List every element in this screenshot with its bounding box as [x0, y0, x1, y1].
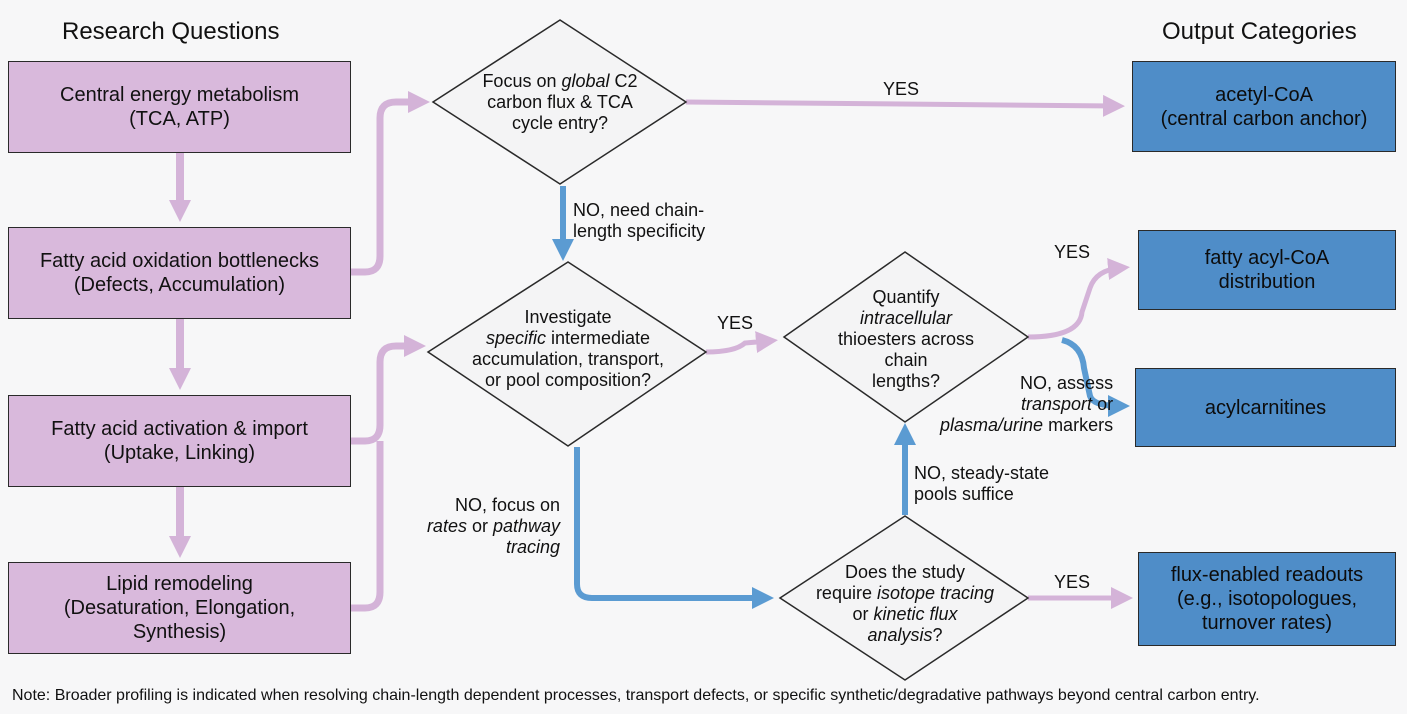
edge-label-emphasis: pathway — [492, 516, 561, 536]
output-box-flux-readouts: flux-enabled readouts (e.g., isotopologu… — [1138, 552, 1396, 646]
edge-label-yes-flux: YES — [1054, 572, 1091, 592]
edge-label-line: pools suffice — [914, 484, 1014, 504]
research-questions-header: Research Questions — [62, 18, 280, 45]
decision-text-emphasis: isotope tracing — [876, 583, 995, 603]
edge-label-no-rates: NO, focus on rates or pathway tracing — [418, 495, 560, 558]
output-box-sublabel: (central carbon anchor) — [1160, 107, 1368, 130]
research-box-label: Central energy metabolism — [60, 84, 299, 106]
edge-label-emphasis: plasma/urine — [940, 415, 1044, 435]
decision-text-line: or pool composition? — [484, 370, 652, 390]
edge-label-emphasis: rates — [426, 516, 467, 536]
edge-label-yes-quantify: YES — [717, 313, 754, 333]
decision-text-emphasis: intracellular — [859, 307, 953, 328]
research-box-label: Fatty acid activation & import — [51, 418, 308, 440]
decision-text-isotope-tracing: Does the study require isotope tracing o… — [800, 561, 1010, 647]
decision-text-emphasis: global — [561, 70, 610, 91]
decision-text-part: C2 — [609, 70, 638, 91]
edge-label-no-chain-length: NO, need chain- length specificity — [573, 200, 705, 242]
edge-label-emphasis: transport — [1021, 394, 1093, 414]
output-box-acylcarnitines: acylcarnitines — [1135, 368, 1396, 447]
research-box-sublabel: (Desaturation, Elongation, — [63, 597, 296, 619]
edge-label-line: NO, assess — [1020, 373, 1114, 393]
decision-text-specific-intermediates: Investigate specific intermediate accumu… — [453, 306, 683, 392]
research-box-sublabel: (TCA, ATP) — [129, 108, 230, 130]
edge-label-part: or — [466, 516, 493, 536]
edge-label-emphasis: tracing — [506, 537, 561, 557]
decision-text-line: Does the study — [844, 562, 966, 582]
research-box-lipid-remodeling: Lipid remodeling (Desaturation, Elongati… — [8, 562, 351, 654]
decision-text-emphasis: analysis — [867, 625, 933, 645]
output-box-label: acylcarnitines — [1204, 396, 1327, 419]
no-arrows — [552, 186, 1130, 609]
decision-text-emphasis: specific — [485, 328, 546, 348]
yes-arrows — [685, 94, 1133, 609]
research-box-fao-bottlenecks: Fatty acid oxidation bottlenecks (Defect… — [8, 227, 351, 319]
decision-text-intracellular-thioesters: Quantify intracellular thioesters across… — [820, 285, 992, 393]
decision-text-global-flux: Focus on global C2 carbon flux & TCA cyc… — [460, 70, 660, 134]
edge-label-line: NO, focus on — [454, 495, 561, 515]
research-box-sublabel: (Defects, Accumulation) — [73, 274, 286, 296]
decision-text-line: Quantify — [872, 286, 940, 307]
decision-diamond-global-flux — [431, 19, 688, 185]
decision-diamonds — [426, 19, 1030, 681]
decision-text-line: cycle entry? — [511, 112, 609, 133]
decision-text-line: lengths? — [871, 370, 941, 391]
left-to-decision-arrows — [351, 91, 430, 612]
research-box-sublabel: (Uptake, Linking) — [103, 442, 256, 464]
output-categories-header: Output Categories — [1162, 18, 1357, 45]
decision-text-line: Investigate — [524, 307, 612, 327]
decision-text-line: accumulation, transport, — [471, 349, 665, 369]
decision-diamond-isotope-tracing — [778, 515, 1030, 681]
output-box-label: acetyl-CoA — [1215, 83, 1313, 106]
edge-label-yes-acetyl: YES — [883, 79, 920, 99]
output-box-label: fatty acyl-CoA — [1204, 247, 1330, 269]
edge-label-part: markers — [1043, 415, 1114, 435]
edge-label-line: NO, need chain- — [573, 200, 705, 220]
edge-label-yes-fatty-acyl: YES — [1054, 242, 1091, 262]
edge-label-line: NO, steady-state — [914, 463, 1050, 483]
output-box-label: flux-enabled readouts — [1170, 564, 1364, 586]
decision-text-line: chain — [884, 349, 928, 370]
decision-text-line: thioesters across — [837, 328, 975, 349]
research-box-fa-activation: Fatty acid activation & import (Uptake, … — [8, 395, 351, 487]
decision-text-part: or — [852, 604, 874, 624]
research-box-sublabel-2: Synthesis) — [132, 621, 227, 643]
edge-label-no-steady-state: NO, steady-state pools suffice — [914, 463, 1049, 505]
decision-text-part: intermediate — [545, 328, 651, 348]
research-box-label: Fatty acid oxidation bottlenecks — [39, 250, 320, 272]
decision-diamond-intracellular-thioesters — [782, 251, 1030, 423]
output-box-fatty-acyl-coa: fatty acyl-CoA distribution — [1138, 230, 1396, 310]
output-box-acetyl-coa: acetyl-CoA (central carbon anchor) — [1132, 61, 1396, 152]
decision-text-part: require — [815, 583, 877, 603]
research-box-label: Lipid remodeling — [106, 573, 253, 595]
decision-text-part: Focus on — [482, 70, 562, 91]
decision-text-part: ? — [932, 625, 943, 645]
decision-text-emphasis: kinetic flux — [873, 604, 958, 624]
research-box-central-energy: Central energy metabolism (TCA, ATP) — [8, 61, 351, 153]
decision-diamond-specific-intermediates — [426, 261, 708, 447]
edge-label-no-transport: NO, assess transport or plasma/urine mar… — [940, 373, 1113, 436]
edge-label-line: length specificity — [573, 221, 706, 241]
edge-label-part: or — [1092, 394, 1114, 414]
footnote: Note: Broader profiling is indicated whe… — [12, 687, 1260, 704]
output-box-sublabel: distribution — [1218, 271, 1316, 293]
decision-text-line: carbon flux & TCA — [487, 91, 633, 112]
output-box-sublabel: (e.g., isotopologues, — [1176, 588, 1358, 610]
output-box-sublabel-2: turnover rates) — [1201, 612, 1333, 634]
